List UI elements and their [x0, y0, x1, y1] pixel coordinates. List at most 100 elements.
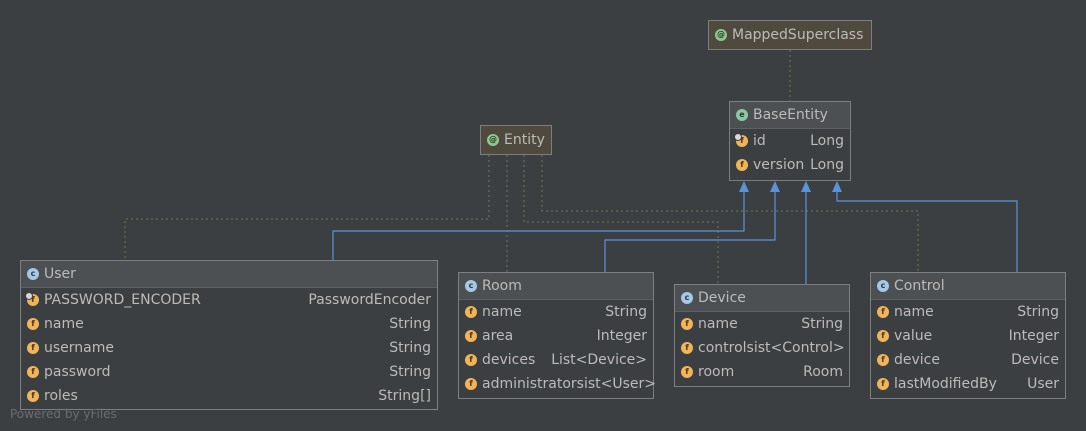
node-title: MappedSuperclass [732, 27, 864, 43]
field-name: device [894, 352, 940, 368]
abstract-class-icon: e [736, 109, 748, 121]
field-icon: f [27, 342, 39, 354]
field-name: name [44, 316, 84, 332]
field-row[interactable]: f id Long [730, 129, 850, 153]
annotation-icon: @ [487, 134, 499, 146]
field-icon: f [877, 306, 889, 318]
field-name: id [753, 133, 766, 149]
field-name: administrators [482, 376, 584, 392]
inheritance-arrowhead-control [832, 181, 842, 192]
field-row[interactable]: f password String [21, 360, 437, 384]
field-row[interactable]: f room Room [675, 360, 849, 384]
field-type: ist<User> [583, 376, 657, 392]
inheritance-arrowhead-user [739, 181, 749, 192]
node-title: Device [698, 290, 746, 306]
field-icon: f [465, 378, 477, 390]
field-row[interactable]: f roles String[] [21, 384, 437, 408]
class-icon: c [681, 292, 693, 304]
field-name: password [44, 364, 111, 380]
field-row[interactable]: f area Integer [459, 324, 653, 348]
field-row[interactable]: f name String [459, 300, 653, 324]
annotation-edge-entity-device [523, 155, 719, 284]
node-title: Entity [504, 132, 545, 148]
static-field-icon: f [25, 292, 39, 306]
node-title: BaseEntity [753, 107, 828, 123]
field-type: Integer [596, 328, 647, 344]
field-icon: f [27, 390, 39, 402]
field-type: String [1017, 304, 1059, 320]
field-row[interactable]: f devices List<Device> [459, 348, 653, 372]
field-name: name [482, 304, 522, 320]
inheritance-edge-user [332, 192, 745, 260]
field-row[interactable]: f lastModifiedBy User [871, 372, 1065, 396]
field-icon: f [465, 306, 477, 318]
field-icon: f [681, 366, 693, 378]
field-name: area [482, 328, 514, 344]
watermark: Powered by yFiles [10, 407, 117, 421]
field-icon: f [27, 366, 39, 378]
field-row[interactable]: f administrators ist<User> [459, 372, 657, 396]
inheritance-arrowhead-device [801, 181, 811, 192]
inheritance-arrowhead-room [770, 181, 780, 192]
field-row[interactable]: f value Integer [871, 324, 1065, 348]
class-icon: c [465, 280, 477, 292]
field-type: String [605, 304, 647, 320]
field-name: value [894, 328, 933, 344]
mapped-superclass-annotation[interactable]: @ MappedSuperclass [708, 20, 872, 50]
field-icon: f [681, 318, 693, 330]
field-name: devices [482, 352, 536, 368]
field-type: Room [803, 364, 843, 380]
field-icon: f [27, 318, 39, 330]
node-title: Room [482, 278, 522, 294]
field-type: PasswordEncoder [308, 292, 431, 308]
class-icon: c [27, 268, 39, 280]
field-type: List<Device> [551, 352, 647, 368]
field-icon: f [877, 330, 889, 342]
field-name: roles [44, 388, 78, 404]
field-name: username [44, 340, 114, 356]
field-row[interactable]: f version Long [730, 153, 850, 177]
field-name: name [698, 316, 738, 332]
field-row[interactable]: f controls ist<Control> [675, 336, 849, 360]
field-type: String [801, 316, 843, 332]
field-type: Long [810, 157, 844, 173]
field-type: Integer [1008, 328, 1059, 344]
class-icon: c [877, 280, 889, 292]
field-type: String [389, 364, 431, 380]
field-icon: f [877, 354, 889, 366]
inheritance-edge-control [836, 192, 1018, 272]
control-class[interactable]: c Control f name String f value Integer … [870, 272, 1066, 399]
field-row[interactable]: f name String [871, 300, 1065, 324]
field-row[interactable]: f PASSWORD_ENCODER PasswordEncoder [21, 288, 437, 312]
inheritance-edge-room [604, 192, 776, 272]
user-class[interactable]: c User f PASSWORD_ENCODER PasswordEncode… [20, 260, 438, 410]
field-icon: f [465, 354, 477, 366]
annotation-edge-entity-user [124, 155, 490, 260]
field-icon: f [465, 330, 477, 342]
static-field-icon: f [734, 133, 748, 147]
room-class[interactable]: c Room f name String f area Integer f de… [458, 272, 657, 399]
node-title: User [44, 266, 76, 282]
field-type: String [389, 316, 431, 332]
field-row[interactable]: f device Device [871, 348, 1065, 372]
annotation-icon: @ [715, 29, 727, 41]
field-icon: f [681, 342, 693, 354]
field-name: lastModifiedBy [894, 376, 997, 392]
field-icon: f [736, 159, 748, 171]
node-title: Control [894, 278, 945, 294]
field-row[interactable]: f name String [675, 312, 849, 336]
field-name: room [698, 364, 735, 380]
field-row[interactable]: f name String [21, 312, 437, 336]
field-row[interactable]: f username String [21, 336, 437, 360]
base-entity-class[interactable]: e BaseEntity f id Long f version Long [729, 101, 851, 181]
field-type: User [1027, 376, 1059, 392]
field-type: String [389, 340, 431, 356]
device-class[interactable]: c Device f name String f controls ist<Co… [674, 284, 850, 387]
field-type: String[] [378, 388, 431, 404]
field-name: name [894, 304, 934, 320]
field-icon: f [877, 378, 889, 390]
field-name: PASSWORD_ENCODER [44, 292, 201, 308]
entity-annotation[interactable]: @ Entity [480, 125, 552, 155]
field-name: controls [698, 340, 754, 356]
